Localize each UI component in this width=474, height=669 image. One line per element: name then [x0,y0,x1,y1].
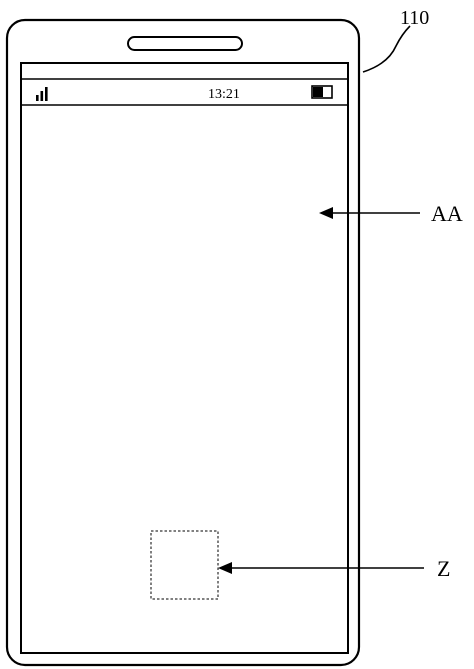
signal-bars-icon [36,87,48,101]
arrow-z [218,562,424,574]
label-aa: AA [431,201,463,226]
earpiece-speaker [127,36,243,51]
zone-z [150,530,219,600]
battery-icon [311,85,333,99]
status-time: 13:21 [208,87,240,102]
arrow-aa [319,207,420,219]
label-z: Z [437,556,450,581]
reference-numeral-110: 110 [400,7,429,29]
leader-line-110 [362,25,411,73]
screen-frame [20,62,349,654]
phone-body [5,18,361,667]
